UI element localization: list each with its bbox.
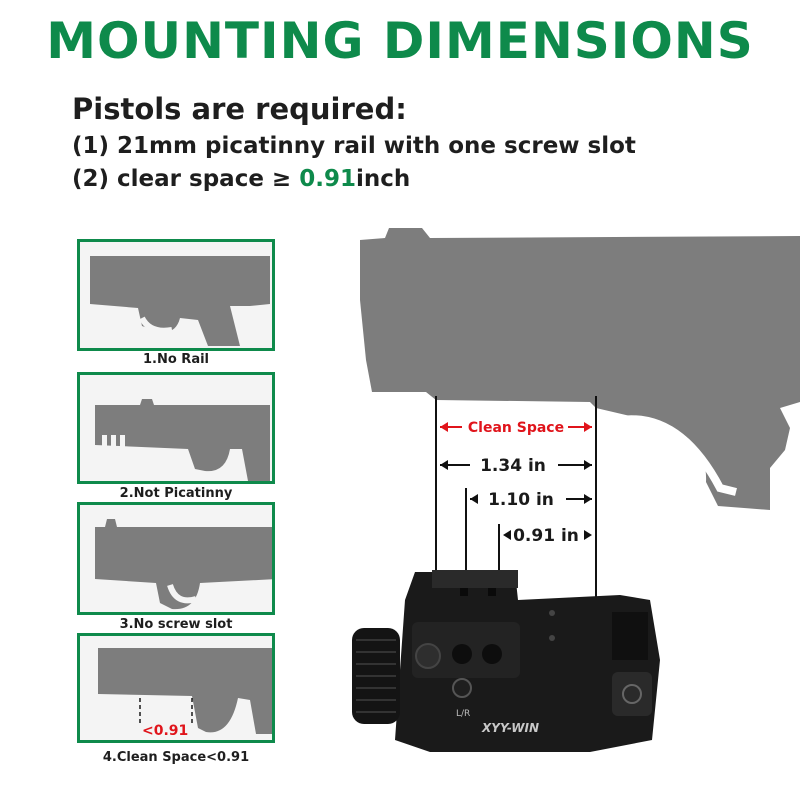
- pistol-no-rail-image: [90, 256, 270, 346]
- dimension-1-10: 1.10 in: [488, 490, 554, 510]
- panel-not-picatinny: [77, 372, 275, 484]
- dimension-0-91: 0.91 in: [513, 526, 579, 546]
- requirement-value: 0.91: [299, 166, 356, 192]
- pistol-image: [360, 228, 800, 510]
- requirements-heading: Pistols are required:: [72, 92, 407, 126]
- panel-no-rail: [77, 239, 275, 351]
- pistol-no-screw-slot-image: [95, 519, 272, 610]
- clean-space-label: Clean Space: [468, 420, 564, 436]
- requirement-prefix: (2) clear space ≥: [72, 166, 300, 192]
- panel-clean-space: <0.91: [77, 633, 275, 743]
- requirement-clear-space: (2) clear space ≥ 0.91inch: [72, 166, 410, 192]
- brand-label: XYY-WIN: [481, 721, 539, 735]
- page-title: MOUNTING DIMENSIONS: [46, 12, 754, 70]
- clean-space-marker: <0.91: [142, 723, 188, 739]
- caption-no-rail: 1.No Rail: [142, 352, 209, 367]
- pistol-clean-space-image: <0.91: [98, 648, 272, 739]
- caption-no-screw-slot: 3.No screw slot: [119, 617, 233, 632]
- pistol-not-picatinny-image: [95, 399, 270, 481]
- caption-clean-space: 4.Clean Space<0.91: [102, 750, 250, 765]
- weapon-light-image: L/R XYY-WIN: [352, 570, 660, 752]
- requirement-suffix: inch: [355, 166, 411, 192]
- dimension-1-34: 1.34 in: [480, 456, 546, 476]
- caption-not-picatinny: 2.Not Picatinny: [119, 486, 233, 501]
- requirement-rail: (1) 21mm picatinny rail with one screw s…: [72, 133, 636, 159]
- switch-label: L/R: [456, 709, 470, 719]
- panel-no-screw-slot: [77, 502, 275, 615]
